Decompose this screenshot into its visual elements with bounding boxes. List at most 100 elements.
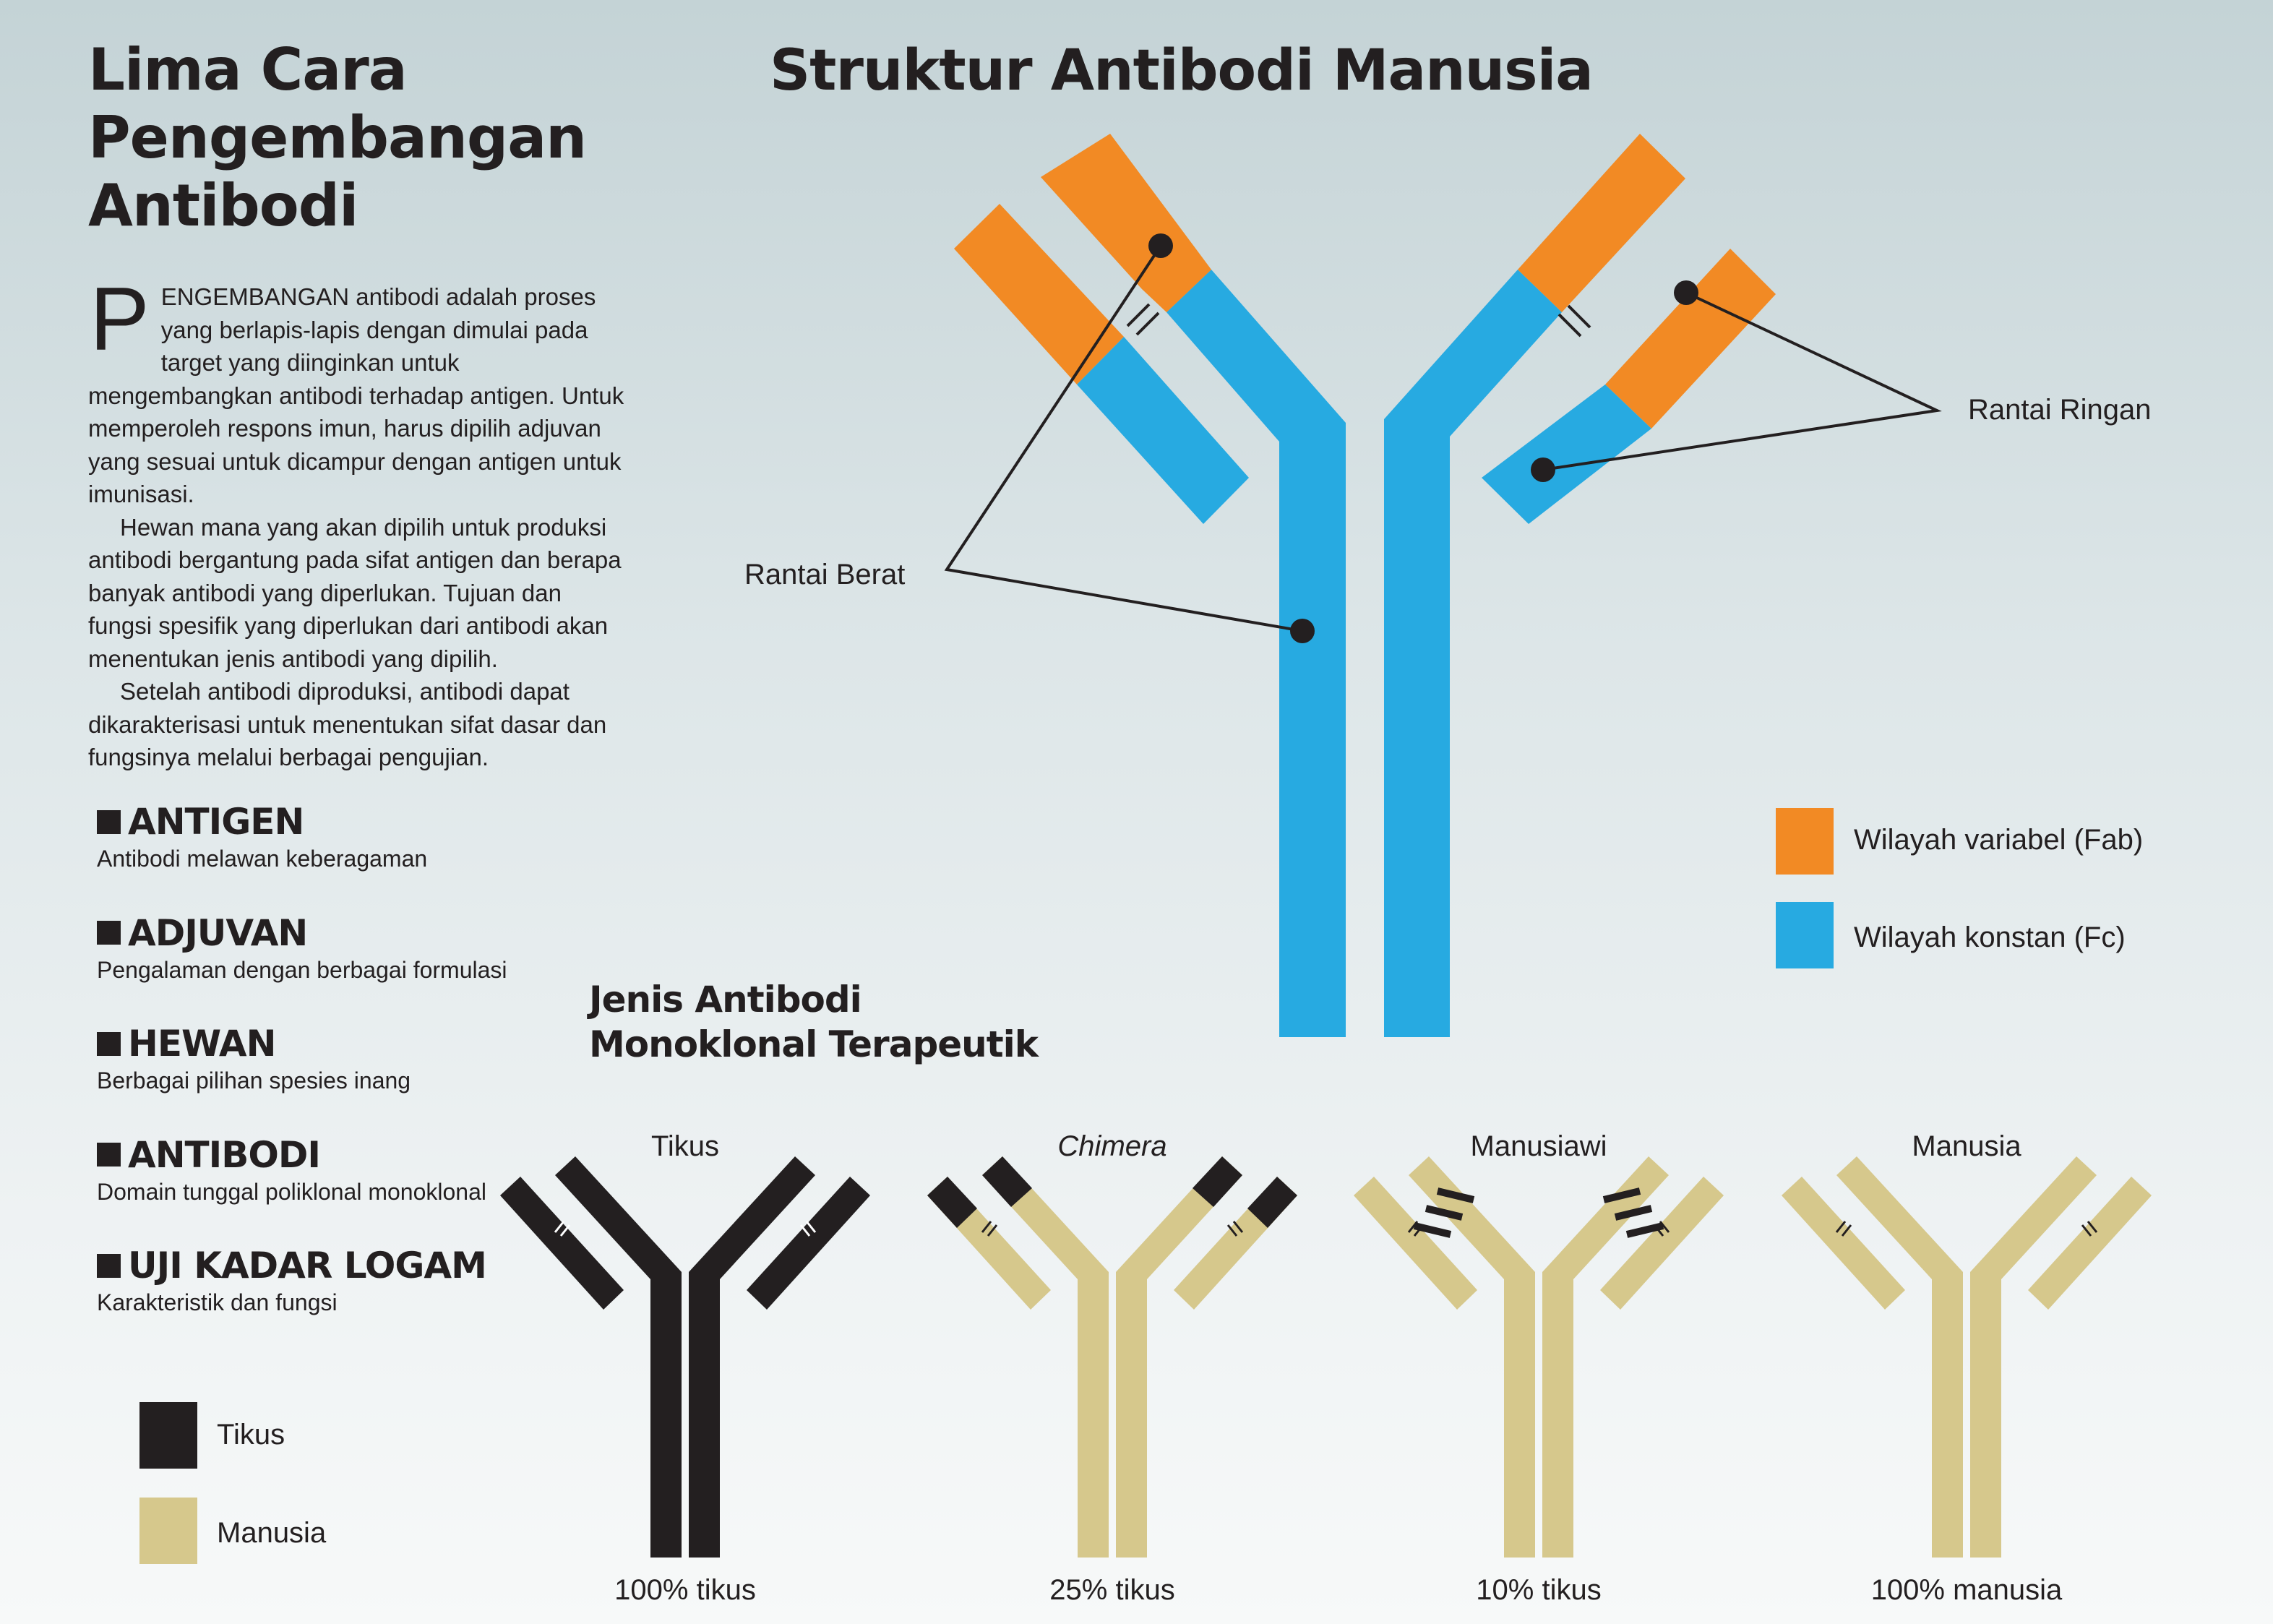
light-chain-right [2028,1177,2152,1310]
heavy-chain-stem-right [1542,1276,1573,1558]
left-title-line-3: Antibodi [88,172,358,239]
method-item-antigen: ANTIGEN Antibodi melawan keberagaman [97,801,646,912]
light-chain-left [500,1177,624,1310]
heavy-chain-stem-right [1970,1276,2001,1558]
intro-paragraph-1-text: ENGEMBANGAN antibodi adalah proses yang … [88,283,624,507]
antibody-type-1: Tikus 100% tikus [500,1130,870,1606]
light-variable-left [927,1177,977,1228]
method-description: Antibodi melawan keberagaman [97,846,428,872]
disulfide-bond [981,1221,992,1233]
heavy-chain-marker-stem [1290,619,1315,643]
heavy-chain-label: Rantai Berat [744,559,905,590]
variable-region-swatch [1776,808,1834,875]
cdr-stripe [1602,1187,1641,1203]
light-chain-left-variable [954,204,1124,384]
human-label: Manusia [217,1517,327,1549]
species-legend: Tikus Manusia [139,1402,327,1564]
disulfide-bond [559,1224,571,1237]
bullet-square-icon [97,921,121,945]
method-title: UJI KADAR LOGAM [128,1245,487,1286]
disulfide-bond [1841,1224,1852,1237]
disulfide-bond [1835,1221,1847,1233]
structure-title: Struktur Antibodi Manusia [770,38,1593,103]
disulfide-bond [2081,1224,2092,1237]
heavy-chain-arm-right [1542,1156,1669,1279]
mouse-label: Tikus [217,1419,285,1451]
method-description: Domain tunggal poliklonal monoklonal [97,1178,486,1205]
heavy-chain-stem-right [1116,1276,1147,1558]
antibody-type-share: 10% tikus [1476,1574,1601,1606]
heavy-chain-stem-right [689,1276,720,1558]
method-item-uji-kadar-logam: UJI KADAR LOGAM Karakteristik dan fungsi [97,1245,646,1356]
heavy-chain-right-variable [1518,134,1685,312]
disulfide-bond [799,1224,811,1237]
human-swatch [139,1498,197,1564]
light-chain-marker-bottom [1531,457,1555,482]
disulfide-bond-left [1126,303,1160,336]
antibody-type-share: 100% tikus [614,1574,756,1606]
heavy-chain-stem-left [650,1276,682,1558]
antibody-type-name: Chimera [1057,1130,1166,1162]
light-chain-left [1354,1177,1477,1310]
cdr-stripe [1425,1205,1464,1221]
constant-region-swatch [1776,902,1834,968]
antibody-type-share: 25% tikus [1049,1574,1174,1606]
method-item-adjuvan: ADJUVAN Pengalaman dengan berbagai formu… [97,912,646,1023]
method-description: Berbagai pilihan spesies inang [97,1067,411,1094]
disulfide-bond [1653,1224,1664,1237]
disulfide-bond-right [1557,304,1591,338]
left-panel-title: Lima Cara Pengembangan Antibodi [88,36,652,240]
heavy-chain-arm-left [555,1156,682,1279]
heavy-chain-right-constant [1384,270,1562,1037]
left-title-line-2: Pengembangan [88,104,587,171]
heavy-variable-left [982,1156,1032,1207]
light-chain-marker-top [1674,280,1698,305]
antibody-type-name: Manusia [1912,1130,2021,1162]
disulfide-bond [1413,1224,1425,1237]
light-chain-left-constant [1077,337,1249,524]
region-legend: Wilayah variabel (Fab) Wilayah konstan (… [1776,808,2143,968]
callout-lines [944,244,1942,632]
light-chain-right-variable [1605,249,1776,429]
method-title: ANTIGEN [128,801,304,843]
antibody-type-3: Manusiawi 10% tikus [1354,1130,1724,1606]
bullet-square-icon [97,1143,121,1167]
heavy-chain-stem-left [1932,1276,1963,1558]
heavy-chain-left-constant [1166,270,1346,1037]
intro-paragraph-3: Setelah antibodi diproduksi, antibodi da… [88,678,607,770]
therapeutic-antibody-types: Tikus 100% tikus Chimera 25% tikus Manusiawi… [500,1130,2152,1606]
disulfide-bond [2087,1221,2098,1233]
method-title: HEWAN [128,1023,276,1065]
heavy-chain-stem-left [1504,1276,1535,1558]
light-chain-label: Rantai Ringan [1968,394,2152,426]
heavy-chain-stem-left [1078,1276,1109,1558]
heavy-chain-arm-right [1970,1156,2097,1279]
heavy-chain-arm-left [1409,1156,1535,1279]
heavy-variable-right [1193,1156,1242,1207]
disulfide-bond [1659,1221,1670,1233]
antibody-type-name: Manusiawi [1471,1130,1607,1162]
heavy-chain-arm-left [1836,1156,1963,1279]
human-antibody-structure: Rantai Berat Rantai Ringan [744,134,2152,1037]
therapeutic-title-line-2: Monoklonal Terapeutik [589,1023,1040,1065]
light-chain-right-constant [1482,384,1651,524]
drop-cap: P [90,270,150,369]
heavy-chain-left-variable-top [1041,134,1211,312]
cdr-stripe [1614,1205,1653,1221]
cdr-stripe [1436,1187,1475,1203]
mouse-swatch [139,1402,197,1469]
heavy-chain-marker-top [1148,233,1173,258]
variable-region-label: Wilayah variabel (Fab) [1854,824,2143,856]
method-description: Karakteristik dan fungsi [97,1289,338,1315]
method-description: Pengalaman dengan berbagai formulasi [97,956,507,983]
disulfide-bond [1407,1221,1419,1233]
light-chain-right [1600,1177,1724,1310]
antibody-type-name: Tikus [651,1130,719,1162]
disulfide-bond [1232,1221,1244,1233]
constant-region-label: Wilayah konstan (Fc) [1854,921,2126,953]
method-title: ANTIBODI [128,1133,321,1176]
